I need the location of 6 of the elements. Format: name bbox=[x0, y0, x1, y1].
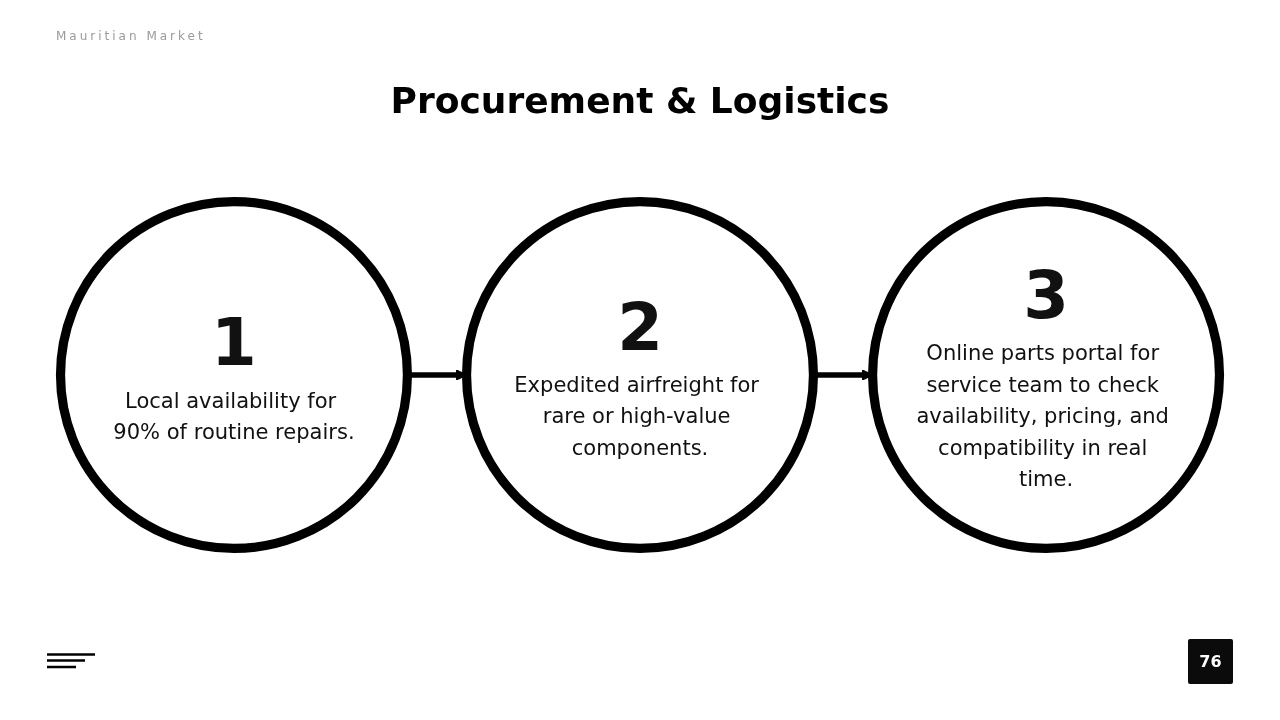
node-circle: 3 Online parts portal for service team to check availability, pricing, and compatibility in real time. bbox=[868, 196, 1225, 554]
node-circle: 1 Local availability for 90% of routine repairs. bbox=[55, 196, 413, 554]
page-number: 76 bbox=[1188, 639, 1233, 684]
node-circle: 2 Expedited airfreight for rare or high-value components. bbox=[461, 196, 819, 554]
title: Procurement & Logistics bbox=[389, 80, 891, 121]
header-label: Mauritian Market bbox=[56, 29, 206, 43]
